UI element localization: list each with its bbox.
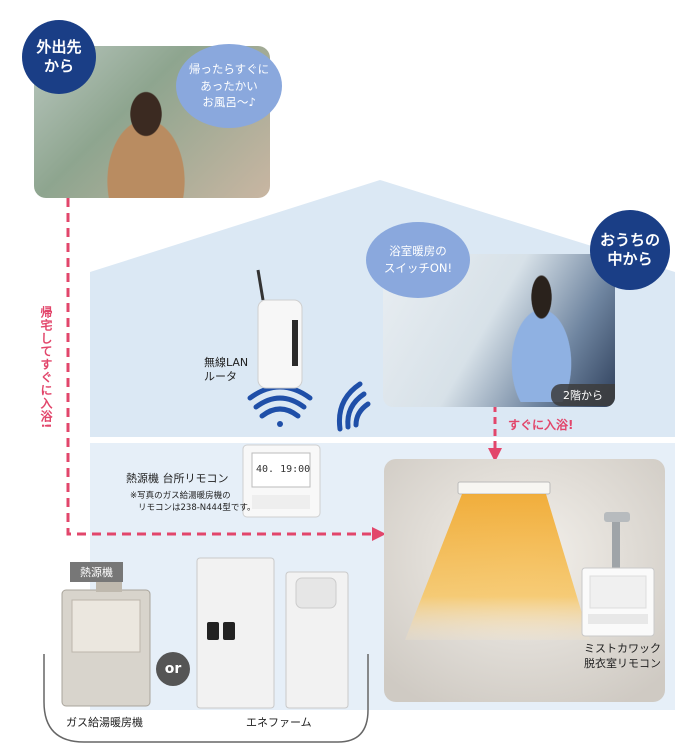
kitchen-remote-label: 熱源機 台所リモコン (126, 472, 229, 485)
kitchen-remote-note-line1: ※写真のガス給湯暖房機の (130, 491, 231, 501)
router-device (257, 299, 303, 389)
man-figure (501, 274, 591, 402)
down-arrowhead (488, 448, 502, 462)
floor-tag: 2階から (551, 384, 615, 406)
heat-source-tag: 熱源機 (70, 562, 123, 582)
outside-badge-line2: から (43, 57, 74, 75)
route-arrowhead (372, 527, 386, 541)
inside-badge-line2: 中から (607, 250, 653, 268)
bath-remote-label-line1: ミストカワック (584, 642, 661, 655)
phone-wifi-signal (336, 381, 371, 432)
floor-divider (90, 437, 675, 443)
router-label-line2: ルータ (204, 370, 237, 384)
kitchen-remote-note: ※写真のガス給湯暖房機の リモコンは238-N444型です。 (130, 491, 256, 515)
outside-badge-line1: 外出先 (36, 37, 82, 56)
router-label: 無線LAN ルータ (204, 356, 248, 385)
bath-remote-label-line2: 脱衣室リモコン (584, 656, 661, 670)
route-dashed-line (66, 198, 372, 536)
warm-air-flow (405, 494, 590, 640)
outside-speech-bubble: 帰ったらすぐに あったかい お風呂〜♪ (176, 44, 282, 128)
inside-bubble-line1: 浴室暖房の (389, 244, 447, 259)
outside-badge: 外出先 から (22, 20, 96, 94)
inside-speech-bubble: 浴室暖房の スイッチON! (366, 222, 470, 298)
inside-badge-line1: おうちの (599, 230, 660, 249)
gas-heater-label: ガス給湯暖房機 (66, 716, 143, 729)
bathroom-heater (457, 481, 551, 495)
enefarm-fuel-cell (196, 557, 275, 709)
enefarm-label: エネファーム (246, 716, 312, 729)
router-label-line1: 無線LAN (204, 356, 249, 369)
outside-bubble-line2: あったかい (200, 78, 258, 93)
kitchen-remote-screen-text: 40. 19:00 (256, 464, 311, 475)
kitchen-remote-note-line2: リモコンは238-N444型です。 (138, 502, 256, 513)
outside-bubble-line3: お風呂〜♪ (202, 95, 256, 110)
bath-remote-label: ミストカワック 脱衣室リモコン (584, 642, 661, 672)
outside-bubble-line1: 帰ったらすぐに (188, 61, 270, 76)
bath-arrow-label: すぐに入浴! (508, 418, 574, 432)
or-separator: or (156, 652, 190, 686)
route-label: 帰宅してすぐに入浴! (39, 306, 53, 430)
heat-source-frame (43, 654, 369, 743)
inside-bubble-line2: スイッチON! (383, 261, 453, 275)
inside-badge: おうちの 中から (590, 210, 670, 290)
